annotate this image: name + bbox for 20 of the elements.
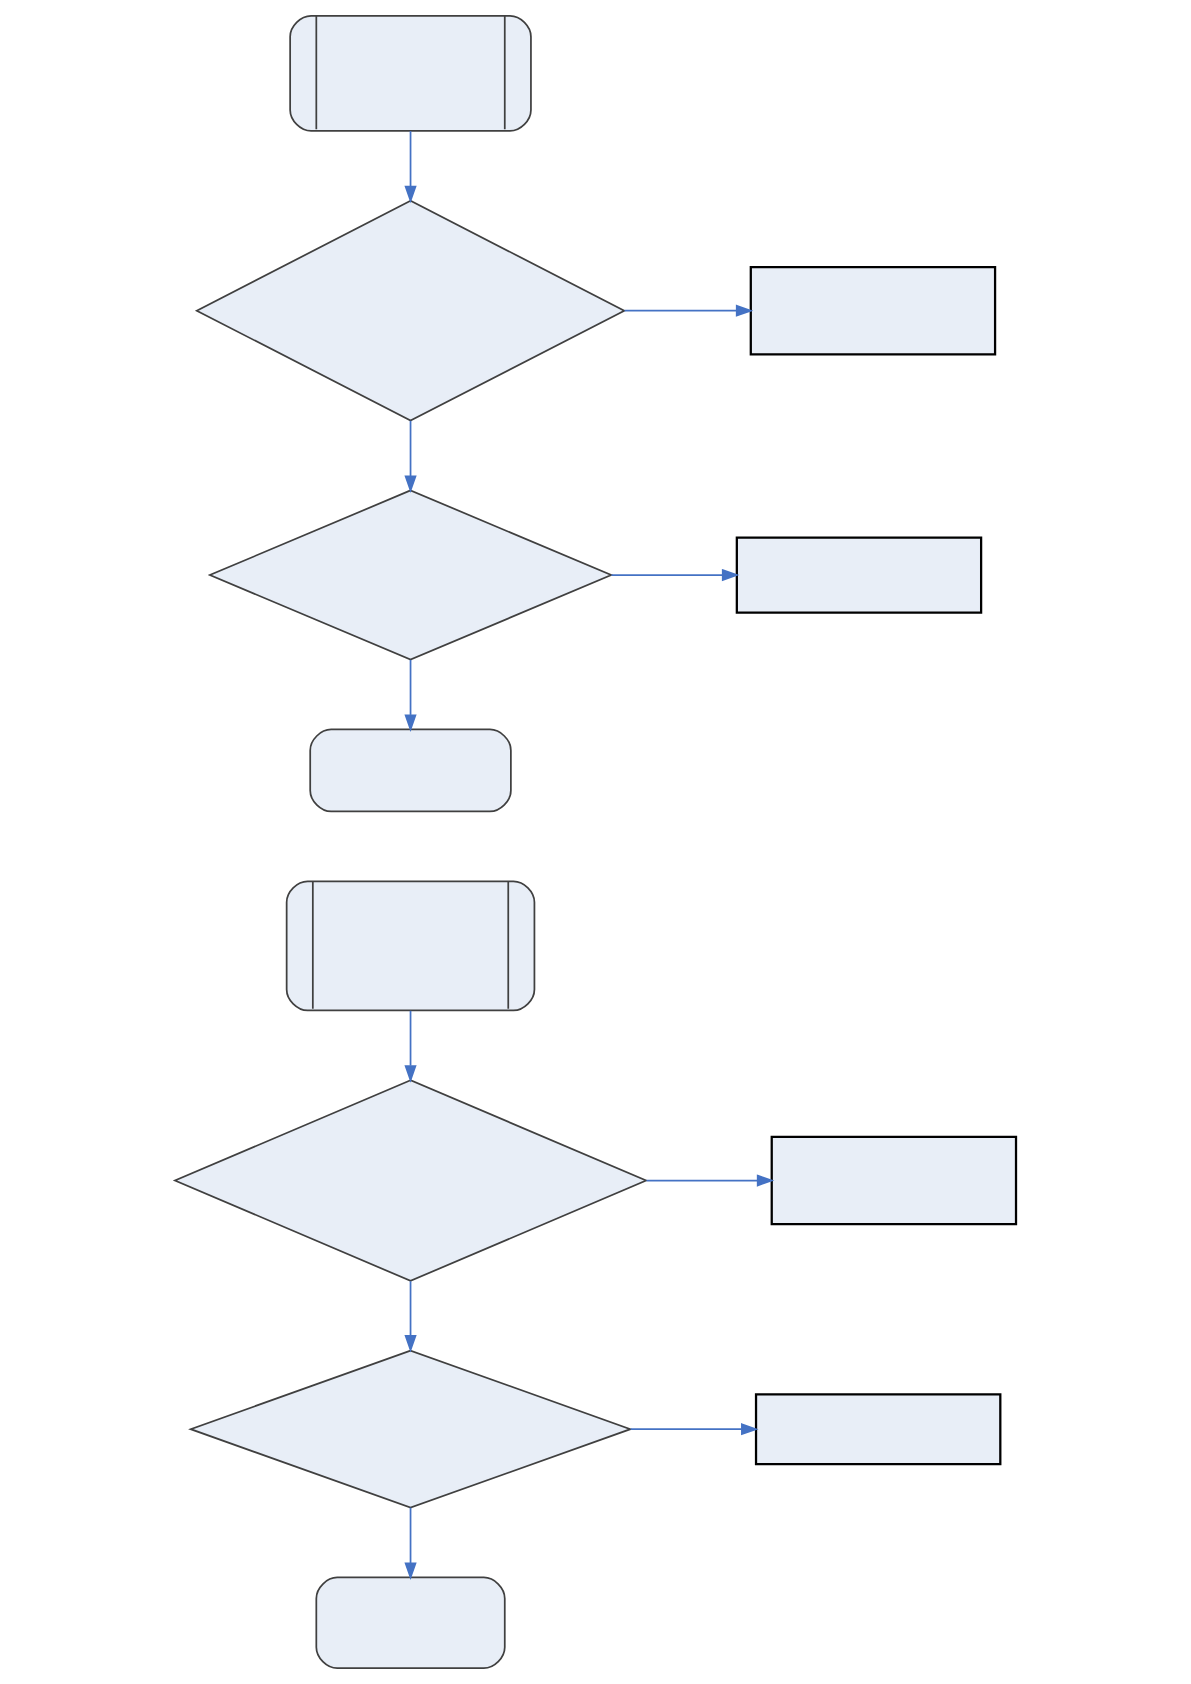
node-box bbox=[735, 536, 983, 614]
arrow bbox=[404, 1280, 417, 1353]
node-diamond bbox=[172, 1079, 649, 1282]
arrow bbox=[404, 659, 417, 732]
node-diamond bbox=[207, 489, 614, 661]
node-oval bbox=[309, 728, 512, 813]
arrow bbox=[645, 1174, 775, 1187]
arrow bbox=[404, 1506, 417, 1581]
arrow bbox=[404, 130, 417, 204]
arrow bbox=[629, 1423, 759, 1436]
arrow bbox=[623, 304, 754, 317]
arrow bbox=[404, 1009, 417, 1083]
arrow bbox=[404, 419, 417, 493]
node-box bbox=[749, 265, 997, 356]
node-box bbox=[770, 1135, 1018, 1226]
arrow bbox=[610, 568, 740, 582]
node-diamond bbox=[194, 199, 627, 422]
node-box bbox=[754, 1393, 1002, 1466]
node-oval bbox=[315, 1576, 506, 1670]
node-diamond bbox=[188, 1349, 633, 1509]
